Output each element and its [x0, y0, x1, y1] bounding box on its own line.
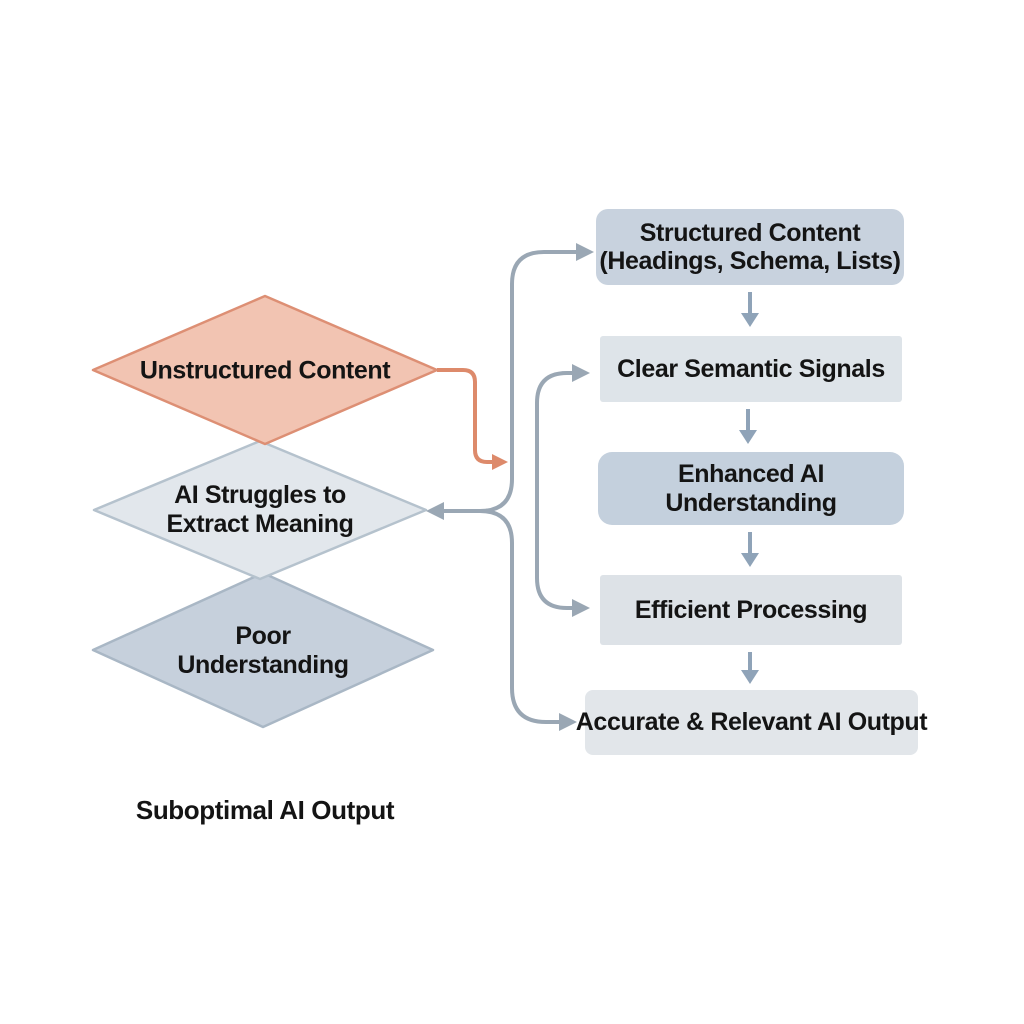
orange-connector-arrowhead-icon	[492, 454, 508, 470]
connector-accurate-output-line	[470, 509, 559, 724]
label-line: Extract Meaning	[166, 510, 354, 538]
label-line: Understanding	[177, 651, 349, 679]
box-efficient-processing: Efficient Processing	[600, 575, 902, 645]
down-arrow-icon	[741, 292, 759, 327]
diamond-label-unstructured-content: Unstructured Content	[139, 356, 391, 386]
connector-structured-content-line	[440, 250, 576, 513]
diamond-label-ai-struggles: AI Struggles to Extract Meaning	[166, 481, 354, 539]
label-line: AI Struggles to	[174, 481, 346, 509]
label-line: Unstructured Content	[139, 356, 391, 385]
connector-diamond-arrowhead-icon	[426, 502, 444, 520]
connector-efficient-processing-arrowhead-icon	[572, 599, 590, 617]
diamond-ai-struggles	[92, 439, 428, 581]
label-line: Poor	[235, 622, 291, 650]
box-clear-semantic-signals: Clear Semantic Signals	[600, 336, 902, 402]
box-label-line: Structured Content	[639, 218, 861, 247]
box-label-line: Efficient Processing	[634, 595, 868, 624]
box-label-line: Enhanced AI	[677, 460, 825, 488]
box-label-line: (Headings, Schema, Lists)	[599, 247, 901, 275]
down-arrow-icon	[739, 409, 757, 444]
diamond-unstructured-content	[91, 294, 439, 446]
down-arrow-icon	[741, 652, 759, 684]
connector-accurate-output-arrowhead-icon	[559, 713, 577, 731]
box-label-line: Accurate & Relevant AI Output	[575, 708, 928, 737]
box-label-line: Clear Semantic Signals	[617, 354, 885, 383]
diamond-label-poor-understanding: Poor Understanding	[177, 622, 349, 680]
connector-structured-content-arrowhead-icon	[576, 243, 594, 261]
orange-connector-line	[437, 368, 493, 464]
connector-semantic-efficient-line	[535, 371, 572, 610]
diamond-poor-understanding	[91, 571, 435, 729]
box-structured-content: Structured Content (Headings, Schema, Li…	[596, 209, 904, 285]
box-enhanced-ai-understanding: Enhanced AI Understanding	[598, 452, 904, 525]
connector-clear-semantic-arrowhead-icon	[572, 364, 590, 382]
suboptimal-ai-output-label: Suboptimal AI Output	[135, 795, 395, 825]
box-label-line: Understanding	[665, 488, 837, 517]
down-arrow-icon	[741, 532, 759, 567]
box-accurate-relevant-ai-output: Accurate & Relevant AI Output	[576, 690, 928, 755]
